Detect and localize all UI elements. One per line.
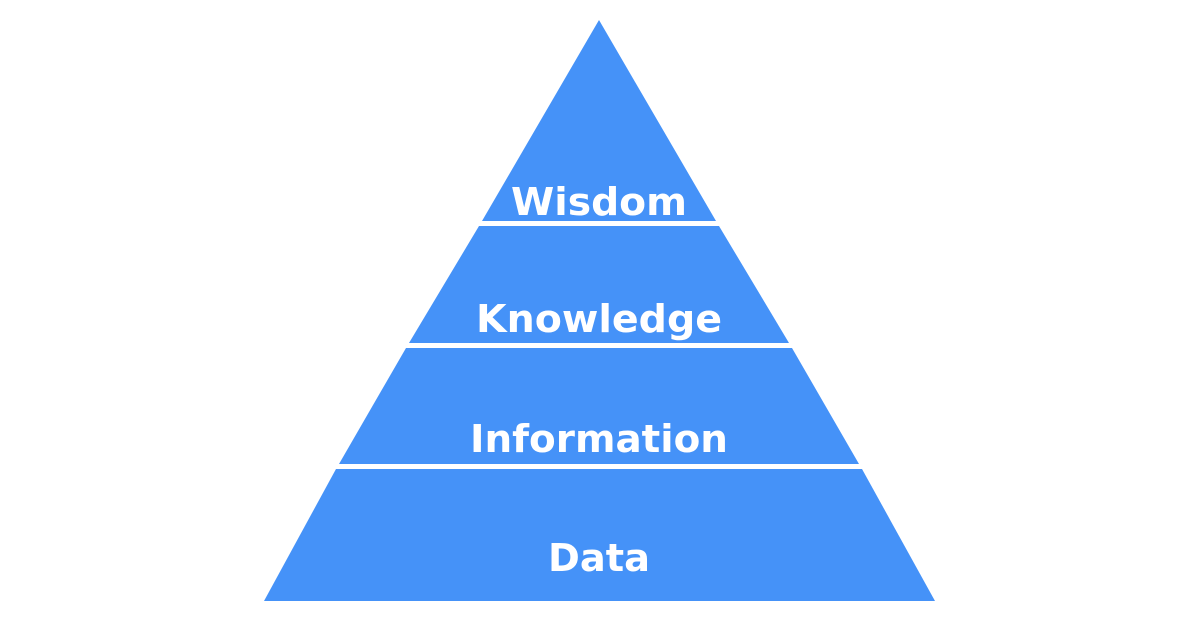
tier-label-wisdom: Wisdom xyxy=(511,180,687,224)
tier-knowledge xyxy=(409,226,789,343)
tier-label-knowledge: Knowledge xyxy=(476,297,722,341)
tier-wisdom xyxy=(482,20,716,221)
tier-label-information: Information xyxy=(470,417,728,461)
tier-information xyxy=(339,348,859,464)
tier-label-data: Data xyxy=(548,536,650,580)
tier-data xyxy=(264,469,935,601)
